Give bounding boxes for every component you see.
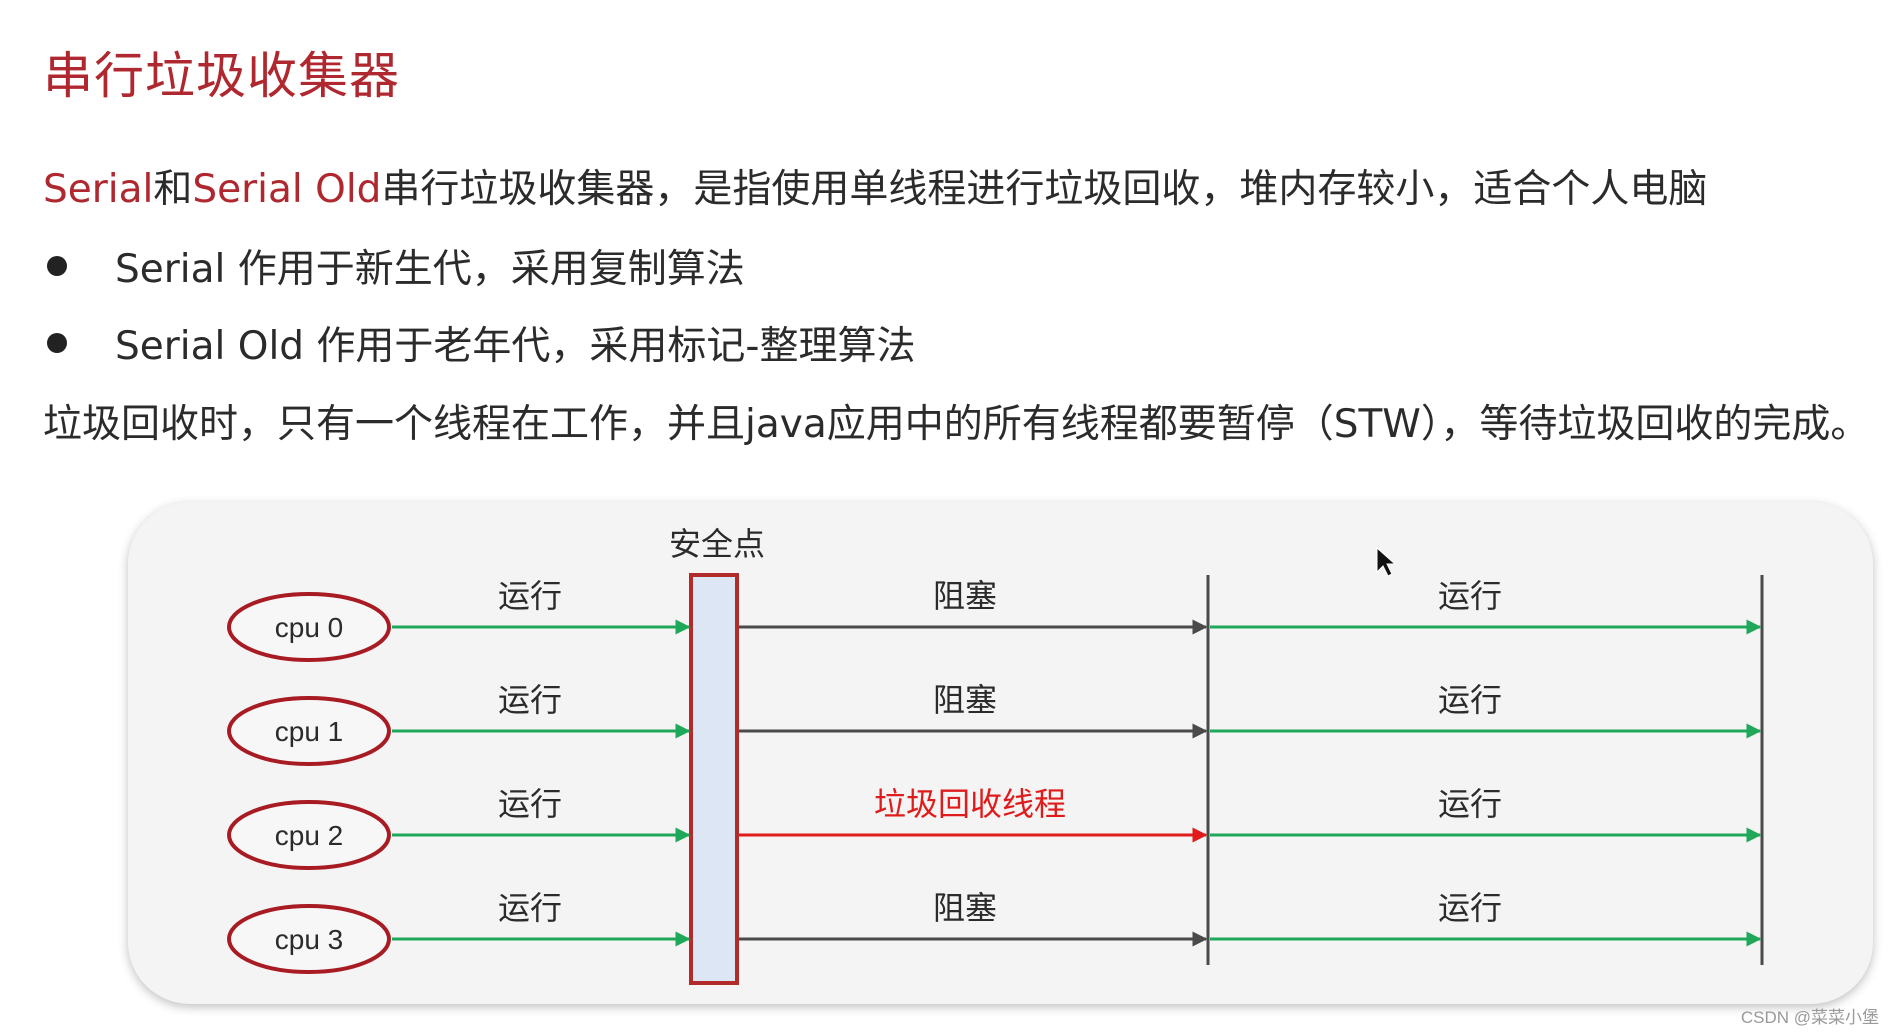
bullet-dot-icon [47, 333, 67, 353]
intro-conjunction: 和 [153, 167, 193, 212]
cpu-label: cpu 1 [275, 716, 344, 747]
cpu-label: cpu 2 [275, 820, 344, 851]
bullet-item: Serial 作用于新生代，采用复制算法 [43, 238, 745, 294]
safepoint-label: 安全点 [669, 525, 765, 563]
watermark: CSDN @菜菜小堡 [1740, 1008, 1879, 1027]
run-label-after: 运行 [1438, 577, 1502, 615]
intro-line: Serial和Serial Old串行垃圾收集器，是指使用单线程进行垃圾回收，堆… [43, 158, 1707, 214]
intro-term-serial: Serial [43, 167, 154, 212]
cpu-label: cpu 0 [275, 612, 344, 643]
cpu-node [227, 592, 391, 662]
run-label-after: 运行 [1438, 785, 1502, 823]
summary-line: 垃圾回收时，只有一个线程在工作，并且java应用中的所有线程都要暂停（STW），… [43, 402, 1870, 447]
intro-term-serial-old: Serial Old [192, 167, 382, 212]
run-label-after: 运行 [1438, 681, 1502, 719]
cpu-node [227, 800, 391, 870]
run-label-before: 运行 [498, 577, 562, 615]
diagram-panel [128, 502, 1873, 1004]
run-label-before: 运行 [498, 681, 562, 719]
intro-description: 串行垃圾收集器，是指使用单线程进行垃圾回收，堆内存较小，适合个人电脑 [381, 167, 1708, 212]
run-label-before: 运行 [498, 889, 562, 927]
bullet-text: Serial 作用于新生代，采用复制算法 [115, 247, 745, 292]
cpu-label: cpu 3 [275, 924, 344, 955]
run-label-after: 运行 [1438, 889, 1502, 927]
run-label-before: 运行 [498, 785, 562, 823]
blocked-label: 阻塞 [933, 889, 997, 927]
bullet-item: Serial Old 作用于老年代，采用标记-整理算法 [43, 315, 916, 371]
cpu-node [227, 696, 391, 766]
cpu-node [227, 904, 391, 974]
blocked-label: 阻塞 [933, 681, 997, 719]
page-title: 串行垃圾收集器 [43, 47, 400, 105]
bullet-text: Serial Old 作用于老年代，采用标记-整理算法 [115, 324, 916, 369]
gc-thread-label: 垃圾回收线程 [874, 785, 1066, 823]
blocked-label: 阻塞 [933, 577, 997, 615]
mouse-cursor-icon [1376, 546, 1397, 577]
safepoint-bar [689, 573, 739, 985]
bullet-dot-icon [47, 256, 67, 276]
